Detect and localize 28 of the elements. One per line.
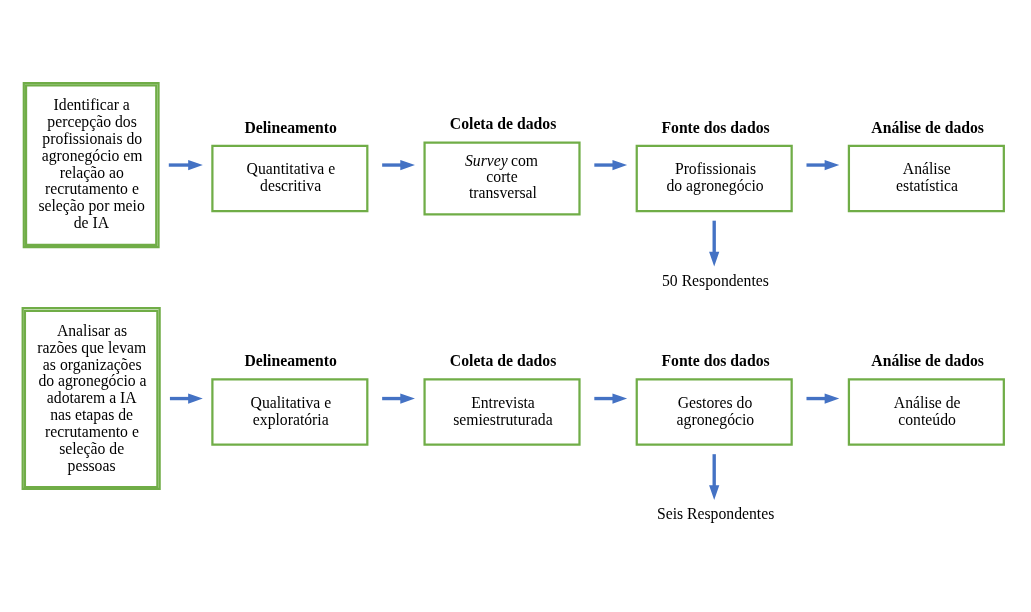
node-box: Profissionais do agronegócio	[635, 144, 793, 212]
arrow	[709, 220, 720, 266]
arrow	[382, 159, 415, 170]
arrow	[594, 159, 628, 170]
node-label: Delineamento	[244, 118, 337, 136]
node-label: Coleta de dados	[449, 351, 557, 369]
node-label: Análise de dados	[871, 118, 984, 136]
node-label: Coleta de dados	[449, 114, 557, 132]
arrow	[806, 392, 840, 404]
node-box: Quantitativa e descritiva	[211, 144, 369, 212]
arrow	[594, 392, 628, 404]
node-box: Qualitativa e exploratória	[211, 377, 369, 446]
node-box: Análise estatística	[847, 144, 1005, 212]
node-text: 50 Respondentes	[662, 271, 769, 289]
node-box: Entrevista semiestruturada	[423, 377, 581, 446]
node-label: Análise de dados	[871, 351, 984, 369]
arrow	[382, 392, 415, 404]
node-label: Delineamento	[244, 351, 337, 369]
arrow	[169, 392, 203, 404]
node-box: Análise de conteúdo	[847, 377, 1005, 446]
node-label: Fonte dos dados	[661, 351, 770, 369]
node-box: Gestores do agronegócio	[635, 377, 793, 446]
node-text: Seis Respondentes	[656, 504, 775, 522]
arrow	[709, 453, 720, 500]
arrow	[168, 159, 203, 170]
arrow	[806, 159, 840, 170]
node-label: Fonte dos dados	[661, 118, 770, 136]
node-box: Survey com corte transversal	[423, 140, 581, 216]
